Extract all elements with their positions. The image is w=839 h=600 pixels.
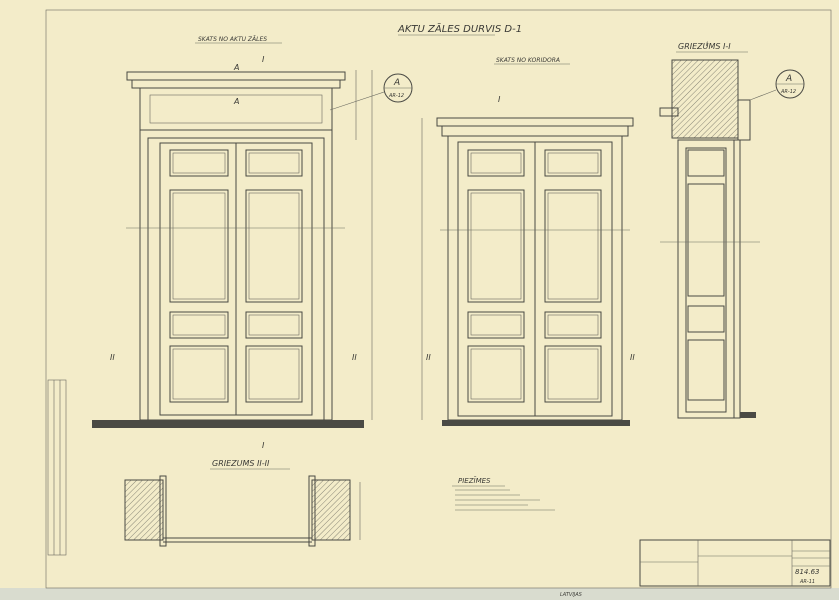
svg-text:II: II bbox=[630, 353, 635, 362]
hall-view-label: SKATS NO AKTU ZĀLES bbox=[198, 36, 267, 43]
door-panel bbox=[544, 189, 602, 303]
revision-table bbox=[47, 379, 67, 556]
sheet-number: 814.63 bbox=[795, 568, 820, 576]
door-panel bbox=[172, 348, 226, 400]
door-panel bbox=[470, 192, 522, 300]
svg-text:PIEZĪMES: PIEZĪMES bbox=[458, 476, 491, 485]
door-panel bbox=[544, 345, 602, 403]
door-panel bbox=[169, 149, 229, 177]
svg-text:A: A bbox=[233, 97, 239, 106]
door-panel bbox=[470, 348, 522, 400]
door-panel bbox=[248, 152, 300, 174]
section-2-label: GRIEZUMS II-II bbox=[212, 459, 270, 468]
door-panel bbox=[547, 152, 599, 174]
svg-text:II: II bbox=[426, 353, 431, 362]
title-block: 814.63 AR-11 bbox=[639, 539, 831, 587]
door-panel bbox=[248, 348, 300, 400]
svg-text:I: I bbox=[262, 441, 265, 450]
dimension-lines bbox=[126, 70, 760, 540]
corridor-view-label: SKATS NO KORIDORA bbox=[496, 57, 560, 64]
svg-text:I: I bbox=[498, 95, 501, 104]
door-panel bbox=[544, 311, 602, 339]
section-1-label: GRIEZUMS I-I bbox=[678, 42, 731, 51]
door-panel bbox=[245, 311, 303, 339]
svg-text:I: I bbox=[262, 55, 265, 64]
svg-text:I: I bbox=[706, 41, 708, 48]
door-panel bbox=[470, 152, 522, 174]
notes: PIEZĪMES bbox=[452, 476, 555, 511]
svg-text:A: A bbox=[785, 74, 792, 84]
door-panel bbox=[248, 192, 300, 300]
floor-hall bbox=[92, 420, 364, 428]
door-panel bbox=[245, 189, 303, 303]
svg-text:II: II bbox=[110, 353, 115, 362]
section-marks: A A I I II II II II I I bbox=[110, 41, 708, 450]
door-panel bbox=[245, 149, 303, 177]
sheet-border bbox=[45, 9, 832, 589]
door-elevation-hall bbox=[126, 71, 346, 421]
svg-text:A: A bbox=[233, 63, 239, 72]
door-panel bbox=[547, 348, 599, 400]
door-panel bbox=[467, 345, 525, 403]
door-panel bbox=[544, 149, 602, 177]
door-panel bbox=[245, 345, 303, 403]
floor-section bbox=[740, 412, 756, 418]
door-panel bbox=[172, 192, 226, 300]
door-panel bbox=[172, 314, 226, 336]
section-1-drawing bbox=[659, 59, 751, 419]
door-panel bbox=[169, 345, 229, 403]
door-panel bbox=[547, 314, 599, 336]
door-panel bbox=[467, 189, 525, 303]
svg-text:A: A bbox=[393, 78, 400, 88]
door-panel bbox=[172, 152, 226, 174]
door-panel bbox=[248, 314, 300, 336]
sheet-code: AR-11 bbox=[799, 579, 815, 585]
floor-corridor bbox=[442, 420, 630, 426]
stamp: LATVIJAS bbox=[560, 592, 583, 598]
svg-text:AR-12: AR-12 bbox=[780, 89, 796, 95]
door-panel bbox=[470, 314, 522, 336]
section-2-drawing bbox=[124, 475, 351, 547]
sheet-title: AKTU ZĀLES DURVIS D-1 bbox=[397, 22, 522, 35]
detail-callout-2: A AR-12 bbox=[749, 69, 805, 101]
door-panel bbox=[547, 192, 599, 300]
svg-text:AR-12: AR-12 bbox=[388, 93, 404, 99]
door-panel bbox=[467, 311, 525, 339]
svg-text:II: II bbox=[352, 353, 357, 362]
door-panel bbox=[467, 149, 525, 177]
door-panel bbox=[169, 311, 229, 339]
detail-callout-1: A AR-12 bbox=[329, 73, 413, 111]
door-panel bbox=[169, 189, 229, 303]
